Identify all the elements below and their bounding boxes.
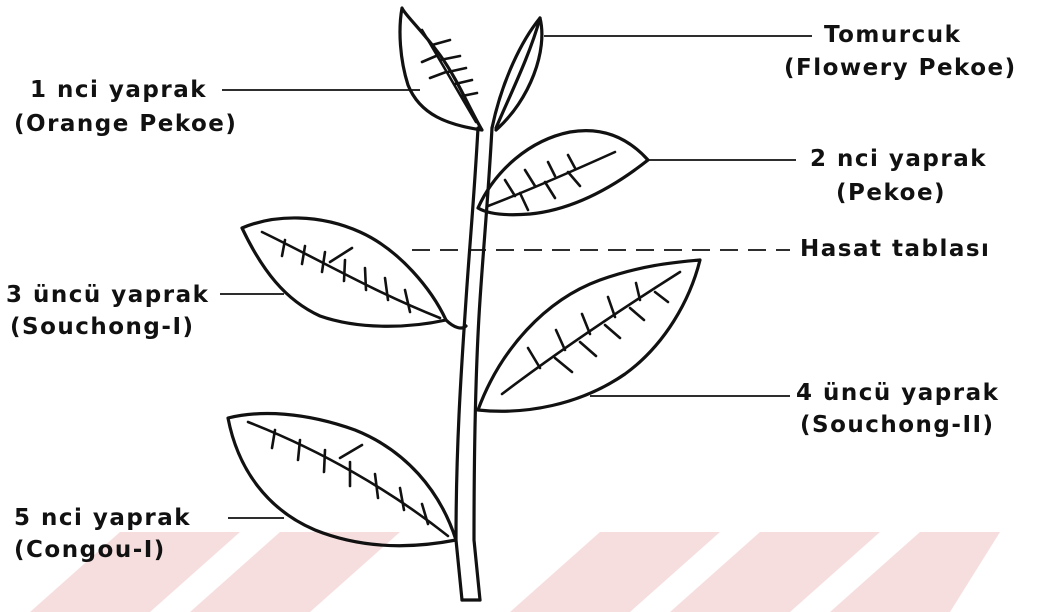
leaf-2-label: 2 nci yaprak [810,146,987,172]
leaf-4-shape [478,260,700,411]
bud-shape [492,18,542,130]
leaf-5-shape [228,414,456,546]
leaf-1-shape [400,8,482,130]
leaf-1-label: 1 nci yaprak [30,77,207,103]
stem [456,128,492,600]
leaf-3-label: 3 üncü yaprak [6,282,209,308]
bud-label: Tomurcuk [824,22,961,48]
leaf-2-grade-label: (Pekoe) [836,180,946,206]
watermark [30,532,1000,612]
leaf-4-grade-label: (Souchong-II) [800,412,995,438]
leaf-4-label: 4 üncü yaprak [796,380,999,406]
leaf-3-shape [242,218,466,328]
bud-grade-label: (Flowery Pekoe) [784,55,1017,81]
leaf-2-shape [478,131,648,215]
leaf-1-grade-label: (Orange Pekoe) [14,111,237,137]
leaf-3-grade-label: (Souchong-I) [10,314,195,340]
leaf-5-label: 5 nci yaprak [14,505,191,531]
leaf-5-grade-label: (Congou-I) [14,537,166,563]
harvest-table-label: Hasat tablası [800,236,990,262]
